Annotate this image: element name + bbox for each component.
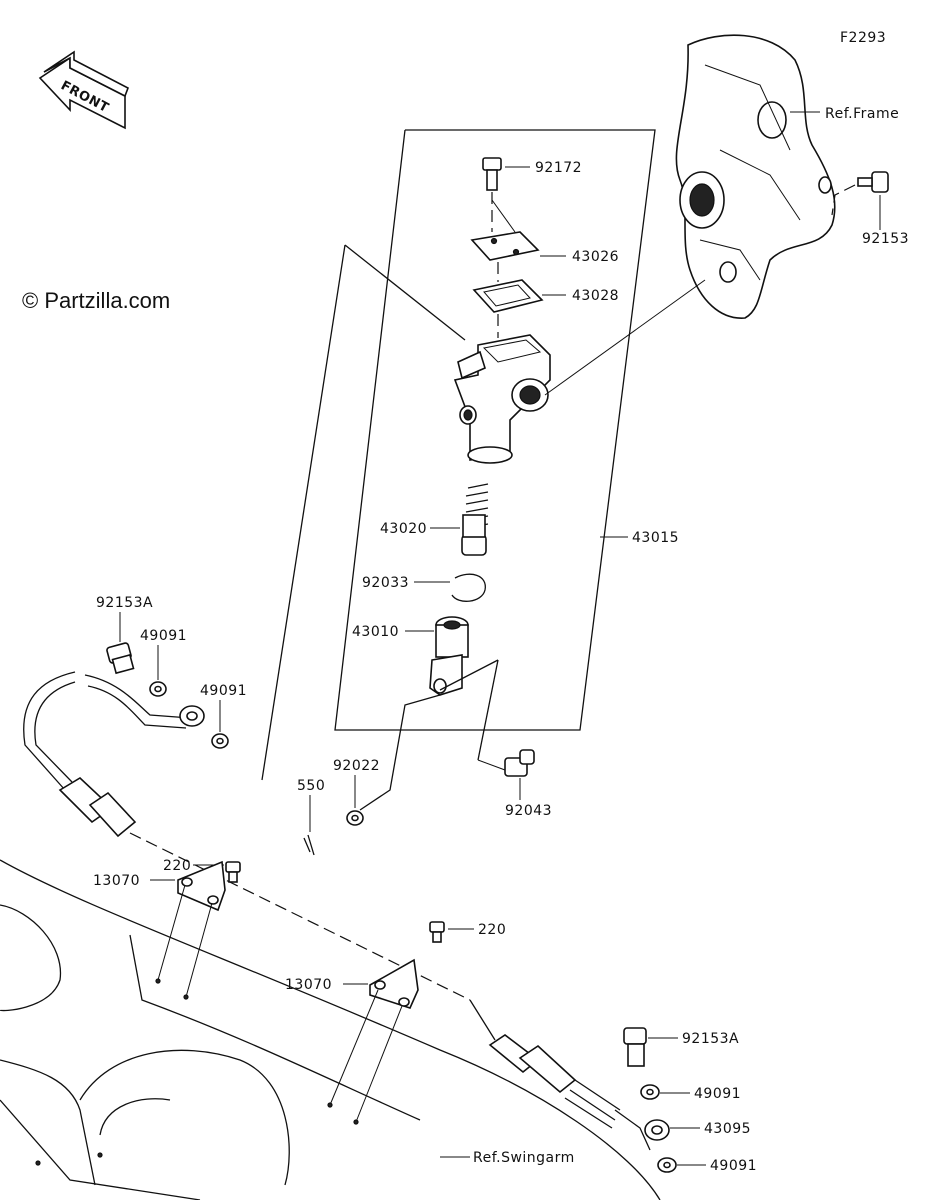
label-92153A-top: 92153A bbox=[96, 595, 153, 611]
banjo-bolt-92153A-bottom bbox=[623, 1027, 647, 1067]
label-ref-swingarm: Ref.Swingarm bbox=[473, 1150, 575, 1166]
banjo-bolt-92153A-top bbox=[106, 642, 135, 675]
banjo-fitting-43095 bbox=[644, 1119, 670, 1141]
washer-92022 bbox=[346, 810, 364, 826]
washer-49091-b bbox=[211, 733, 229, 749]
label-43026: 43026 bbox=[572, 249, 619, 265]
label-550: 550 bbox=[297, 778, 325, 794]
label-92043: 92043 bbox=[505, 803, 552, 819]
label-49091-a: 49091 bbox=[140, 628, 187, 644]
washer-49091-c bbox=[640, 1084, 660, 1100]
bolt-220-top bbox=[225, 861, 241, 883]
pin-92043 bbox=[504, 749, 535, 777]
swingarm-part bbox=[0, 859, 661, 1200]
circlip-92033 bbox=[451, 573, 486, 602]
label-ref-frame: Ref.Frame bbox=[825, 106, 899, 122]
frame-part bbox=[675, 34, 836, 319]
clamp-13070-b bbox=[369, 958, 419, 1009]
hose-fitting-bottom bbox=[488, 1034, 651, 1151]
diaphragm-43028 bbox=[472, 279, 544, 313]
cotter-pin-550 bbox=[303, 834, 315, 856]
watermark: © Partzilla.com bbox=[22, 288, 170, 313]
spring-43020 bbox=[461, 483, 489, 556]
label-92033: 92033 bbox=[362, 575, 409, 591]
label-13070-b: 13070 bbox=[285, 977, 332, 993]
cap-43026 bbox=[470, 231, 540, 261]
label-92022: 92022 bbox=[333, 758, 380, 774]
label-49091-c: 49091 bbox=[694, 1086, 741, 1102]
label-43010: 43010 bbox=[352, 624, 399, 640]
piston-43010 bbox=[429, 616, 469, 696]
label-13070-a: 13070 bbox=[93, 873, 140, 889]
label-43020: 43020 bbox=[380, 521, 427, 537]
front-arrow-icon: FRONT bbox=[38, 50, 129, 130]
label-49091-d: 49091 bbox=[710, 1158, 757, 1174]
washer-49091-a bbox=[149, 681, 167, 697]
label-220-top: 220 bbox=[163, 858, 191, 874]
figure-id: F2293 bbox=[840, 30, 886, 46]
washer-49091-d bbox=[657, 1157, 677, 1173]
label-43015: 43015 bbox=[632, 530, 679, 546]
label-92153: 92153 bbox=[862, 231, 909, 247]
bolt-92153 bbox=[857, 171, 889, 193]
label-220-mid: 220 bbox=[478, 922, 506, 938]
bolt-92172 bbox=[482, 157, 502, 191]
label-92153A-bottom: 92153A bbox=[682, 1031, 739, 1047]
label-43028: 43028 bbox=[572, 288, 619, 304]
brake-hose-43095 bbox=[23, 671, 205, 838]
label-43095: 43095 bbox=[704, 1121, 751, 1137]
assembly-43015-outline bbox=[334, 129, 656, 731]
master-cylinder-body bbox=[453, 334, 551, 464]
label-92172: 92172 bbox=[535, 160, 582, 176]
bolt-220-mid bbox=[429, 921, 445, 943]
clamp-13070-a bbox=[177, 860, 226, 912]
label-49091-b: 49091 bbox=[200, 683, 247, 699]
